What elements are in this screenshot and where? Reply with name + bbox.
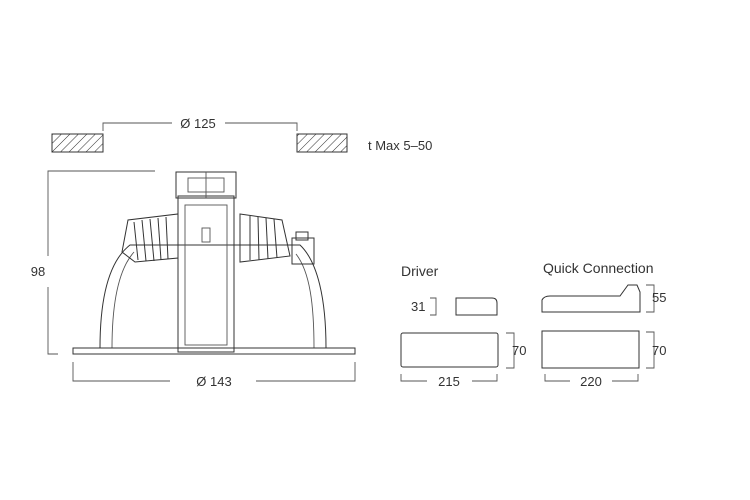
quick-connection-small-height: 55 [652, 290, 666, 305]
driver-box [400, 332, 499, 368]
quick-connection-length: 220 [580, 374, 602, 389]
driver-small-height: 31 [411, 299, 425, 314]
reflector-inner-right [295, 253, 315, 349]
downlight-drawing: 98 Ø 143 [31, 170, 356, 389]
quick-connection-height: 70 [652, 343, 666, 358]
trim-flange [72, 347, 356, 355]
diameter-dimension-line [72, 362, 170, 382]
connector-window [201, 227, 211, 243]
thickness-label: t Max 5–50 [368, 138, 432, 153]
quick-connection-side-box [541, 284, 641, 313]
terminal-block-top [295, 231, 309, 241]
driver-section: Driver 31 70 215 [400, 263, 526, 389]
quick-connection-title: Quick Connection [543, 260, 654, 276]
driver-title: Driver [401, 263, 439, 279]
ceiling-right-hatch [296, 133, 348, 153]
driver-length: 215 [438, 374, 460, 389]
terminal-block [291, 237, 315, 265]
diameter-label: Ø 143 [196, 374, 231, 389]
ceiling-left-hatch [51, 133, 104, 153]
quick-connection-box [541, 330, 640, 369]
height-dimension-line [47, 170, 155, 256]
driver-height: 70 [512, 343, 526, 358]
ceiling-section: Ø 125 t Max 5–50 [51, 116, 432, 153]
reflector-inner [111, 251, 135, 349]
quick-connection-section: Quick Connection 55 70 220 [541, 260, 666, 389]
cutout-dimension-line [102, 122, 172, 131]
driver-side-box [455, 297, 498, 316]
height-label: 98 [31, 264, 45, 279]
cutout-diameter-label: Ø 125 [180, 116, 215, 131]
central-housing [177, 195, 235, 353]
cutout-dimension-line-right [225, 122, 298, 131]
housing-inner [184, 204, 228, 346]
reflector-outline [99, 244, 327, 349]
heat-sink [121, 213, 291, 263]
